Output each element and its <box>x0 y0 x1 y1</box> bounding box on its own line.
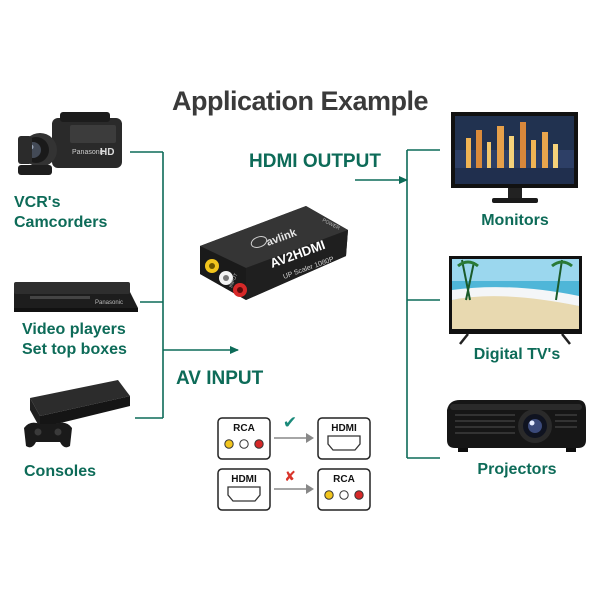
camcorder-icon: HD Panasonic <box>18 112 122 175</box>
projector-label: Projectors <box>477 461 557 478</box>
compat-bad-from: HDMI <box>231 474 257 485</box>
camcorder-badge: HD <box>100 147 114 158</box>
device-input-port: INPUT <box>228 273 239 289</box>
page-title: Application Example <box>171 86 429 116</box>
hdmi-output-label: HDMI OUTPUT <box>249 151 381 172</box>
compat-bad-row: HDMI ✘ RCA <box>217 468 371 511</box>
input-connectors <box>130 151 239 419</box>
camcorder-brand: Panasonic <box>72 149 105 156</box>
camcorder-label: VCR's Camcorders <box>14 193 107 233</box>
monitor-label: Monitors <box>481 212 549 229</box>
projector-icon <box>447 400 586 452</box>
bluray-player-icon: Panasonic <box>14 282 138 312</box>
av-input-label: AV INPUT <box>176 368 264 389</box>
tv-label: Digital TV's <box>473 346 561 363</box>
compat-cross-mark: ✘ <box>284 469 296 485</box>
game-console-icon <box>24 380 130 448</box>
player-brand: Panasonic <box>95 300 123 306</box>
rca-port-white <box>219 271 233 285</box>
output-connectors <box>355 149 440 459</box>
converter-device: avlink AV2HDMI UP Scaler 1080P INPUT POW… <box>200 206 348 300</box>
compat-ok-from: RCA <box>233 423 255 434</box>
compat-ok-row: RCA ✔ HDMI <box>217 413 371 460</box>
tv-icon <box>449 256 582 345</box>
compat-bad-to: RCA <box>333 474 355 485</box>
player-label-line1: Video players <box>22 321 126 338</box>
monitor-icon <box>451 112 578 203</box>
rca-port-red <box>233 283 247 297</box>
console-label: Consoles <box>24 463 97 480</box>
camcorder-label-line2: Camcorders <box>14 214 108 231</box>
camcorder-label-line1: VCR's <box>14 194 61 211</box>
compat-ok-to: HDMI <box>331 423 357 434</box>
player-label-line2: Set top boxes <box>22 341 127 358</box>
compat-check-mark: ✔ <box>283 413 297 433</box>
player-label: Video players Set top boxes <box>22 320 127 360</box>
rca-port-yellow <box>205 259 219 273</box>
